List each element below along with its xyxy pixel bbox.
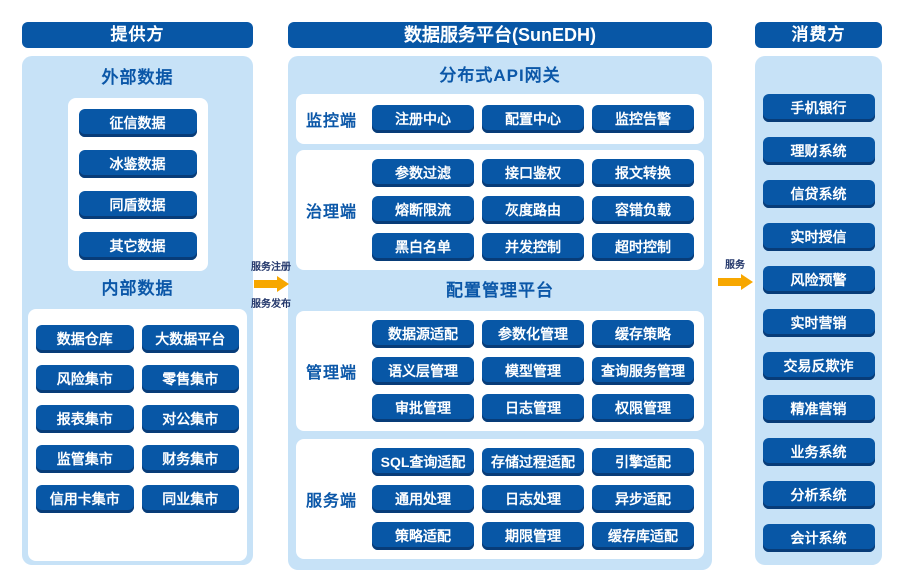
consumer-node: 会计系统 — [762, 524, 875, 552]
management-node: 权限管理 — [592, 394, 694, 422]
management-section-label: 管理端 — [306, 365, 358, 382]
consumer-node: 手机银行 — [762, 94, 875, 122]
consumer-node: 交易反欺诈 — [762, 352, 875, 380]
internal-node: 零售集市 — [141, 365, 239, 393]
internal-node: 风险集市 — [36, 365, 134, 393]
internal-data-title: 内部数据 — [101, 279, 174, 298]
external-node: 征信数据 — [78, 109, 197, 137]
internal-node: 监管集市 — [36, 445, 134, 473]
service-node: 存储过程适配 — [482, 448, 584, 476]
consumer-node: 分析系统 — [762, 481, 875, 509]
management-node: 审批管理 — [372, 394, 474, 422]
management-node: 模型管理 — [482, 357, 584, 385]
right-arrow-icon — [253, 276, 289, 292]
service-node: 策略适配 — [372, 522, 474, 550]
internal-data-box: 数据仓库 大数据平台 风险集市 零售集市 报表集市 对公集市 监管集市 财务集市… — [28, 309, 247, 561]
api-gateway-title: 分布式API网关 — [439, 66, 561, 85]
arrow-head — [276, 276, 289, 292]
service-section-label: 服务端 — [306, 493, 358, 510]
platform-column: 数据服务平台(SunEDH) 分布式API网关 监控端 注册中心 配置中心 监控… — [288, 22, 712, 570]
monitor-section: 监控端 注册中心 配置中心 监控告警 — [296, 94, 704, 144]
internal-node: 财务集市 — [141, 445, 239, 473]
platform-panel: 分布式API网关 监控端 注册中心 配置中心 监控告警 治理端 参数过滤 接口鉴… — [288, 56, 712, 570]
consumer-header: 消费方 — [755, 22, 882, 48]
governance-node: 熔断限流 — [372, 196, 474, 224]
internal-node: 报表集市 — [36, 405, 134, 433]
governance-node: 容错负载 — [592, 196, 694, 224]
consumer-node: 理财系统 — [762, 137, 875, 165]
provider-column: 提供方 外部数据 征信数据 冰鉴数据 同盾数据 其它数据 内部数据 数据仓库 大… — [22, 22, 253, 565]
governance-node: 灰度路由 — [482, 196, 584, 224]
internal-node: 同业集市 — [141, 485, 239, 513]
external-data-box: 征信数据 冰鉴数据 同盾数据 其它数据 — [67, 98, 208, 271]
consumer-node: 业务系统 — [762, 438, 875, 466]
governance-node: 报文转换 — [592, 159, 694, 187]
external-data-title: 外部数据 — [101, 68, 174, 87]
management-node: 数据源适配 — [372, 320, 474, 348]
internal-data-grid: 数据仓库 大数据平台 风险集市 零售集市 报表集市 对公集市 监管集市 财务集市… — [36, 325, 239, 513]
service-node: 异步适配 — [592, 485, 694, 513]
service-node: 期限管理 — [482, 522, 584, 550]
service-register-publish-arrow: 服务注册 服务发布 — [250, 258, 292, 310]
governance-section-label: 治理端 — [306, 204, 358, 221]
monitor-section-label: 监控端 — [306, 113, 358, 130]
internal-node: 数据仓库 — [36, 325, 134, 353]
service-arrow: 服务 — [715, 256, 755, 290]
service-section: 服务端 SQL查询适配 存储过程适配 引擎适配 通用处理 日志处理 异步适配 策… — [296, 439, 704, 559]
management-node: 日志管理 — [482, 394, 584, 422]
internal-node: 对公集市 — [141, 405, 239, 433]
provider-header: 提供方 — [22, 22, 253, 48]
management-grid: 数据源适配 参数化管理 缓存策略 语义层管理 模型管理 查询服务管理 审批管理 … — [372, 320, 694, 422]
consumer-node: 实时营销 — [762, 309, 875, 337]
service-node: 通用处理 — [372, 485, 474, 513]
governance-node: 接口鉴权 — [482, 159, 584, 187]
governance-node: 参数过滤 — [372, 159, 474, 187]
consumer-node: 风险预警 — [762, 266, 875, 294]
governance-node: 超时控制 — [592, 233, 694, 261]
monitor-grid: 注册中心 配置中心 监控告警 — [372, 105, 694, 133]
consumer-node: 精准营销 — [762, 395, 875, 423]
management-node: 参数化管理 — [482, 320, 584, 348]
consumer-column: 消费方 手机银行 理财系统 信贷系统 实时授信 风险预警 实时营销 交易反欺诈 … — [755, 22, 882, 565]
right-arrow-icon — [717, 274, 753, 290]
internal-node: 信用卡集市 — [36, 485, 134, 513]
external-node: 同盾数据 — [78, 191, 197, 219]
governance-node: 并发控制 — [482, 233, 584, 261]
monitor-node: 监控告警 — [592, 105, 694, 133]
service-node: 引擎适配 — [592, 448, 694, 476]
internal-node: 大数据平台 — [141, 325, 239, 353]
external-node: 冰鉴数据 — [78, 150, 197, 178]
monitor-node: 配置中心 — [482, 105, 584, 133]
provider-panel: 外部数据 征信数据 冰鉴数据 同盾数据 其它数据 内部数据 数据仓库 大数据平台… — [22, 56, 253, 565]
management-section: 管理端 数据源适配 参数化管理 缓存策略 语义层管理 模型管理 查询服务管理 审… — [296, 311, 704, 431]
monitor-node: 注册中心 — [372, 105, 474, 133]
consumer-panel: 手机银行 理财系统 信贷系统 实时授信 风险预警 实时营销 交易反欺诈 精准营销… — [755, 56, 882, 565]
consumer-node: 信贷系统 — [762, 180, 875, 208]
consumer-node: 实时授信 — [762, 223, 875, 251]
service-register-label: 服务注册 — [251, 262, 291, 273]
service-node: 缓存库适配 — [592, 522, 694, 550]
service-node: SQL查询适配 — [372, 448, 474, 476]
service-node: 日志处理 — [482, 485, 584, 513]
arrow-body — [717, 278, 741, 286]
arrow-head — [740, 274, 753, 290]
platform-header: 数据服务平台(SunEDH) — [288, 22, 712, 48]
governance-grid: 参数过滤 接口鉴权 报文转换 熔断限流 灰度路由 容错负载 黑白名单 并发控制 … — [372, 159, 694, 261]
arrow-body — [253, 280, 277, 288]
governance-node: 黑白名单 — [372, 233, 474, 261]
management-node: 语义层管理 — [372, 357, 474, 385]
config-platform-title: 配置管理平台 — [446, 281, 554, 300]
management-node: 缓存策略 — [592, 320, 694, 348]
service-grid: SQL查询适配 存储过程适配 引擎适配 通用处理 日志处理 异步适配 策略适配 … — [372, 448, 694, 550]
service-publish-label: 服务发布 — [251, 299, 291, 310]
management-node: 查询服务管理 — [592, 357, 694, 385]
external-node: 其它数据 — [78, 232, 197, 260]
service-label: 服务 — [725, 260, 745, 271]
governance-section: 治理端 参数过滤 接口鉴权 报文转换 熔断限流 灰度路由 容错负载 黑白名单 并… — [296, 150, 704, 270]
